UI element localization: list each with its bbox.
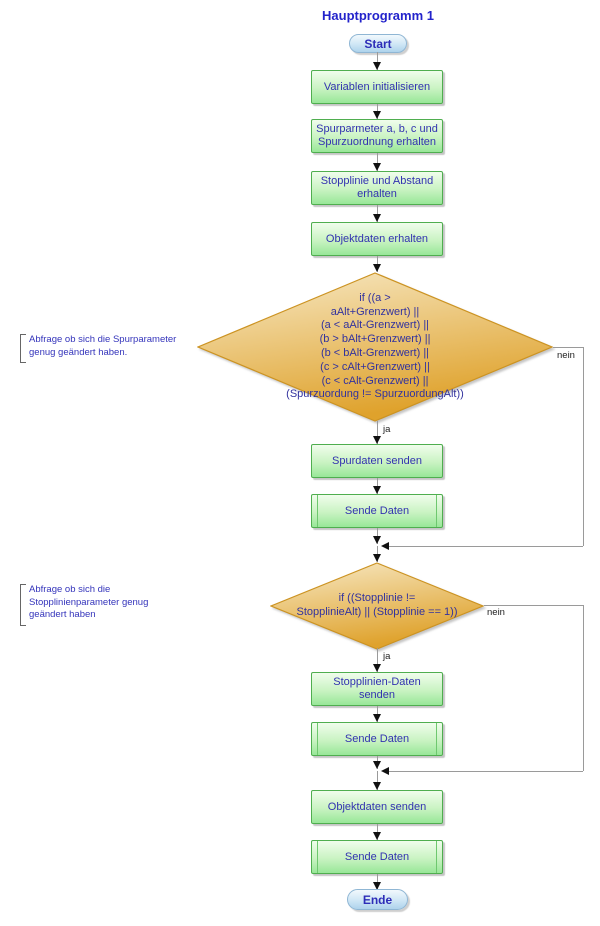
subprocess-side-line [317, 841, 318, 873]
arrowhead [373, 214, 381, 222]
arrowhead [373, 62, 381, 70]
diamond-shape [197, 272, 553, 422]
bracket-icon [20, 584, 26, 626]
subprocess-side-line [317, 495, 318, 527]
decision-label: if ((Stopplinie != StopplinieAlt) || (St… [296, 592, 458, 618]
decision-label: if ((a > aAlt+Grenzwert) || (a < aAlt-Gr… [286, 291, 464, 401]
annotation-stopplinien: Abfrage ob sich die Stopplinienparameter… [20, 584, 148, 626]
arrowhead [373, 761, 381, 769]
arrowhead [373, 163, 381, 171]
annotation-spurparameter: Abfrage ob sich die Spurparameter genug … [20, 334, 176, 363]
subprocess-sende-daten-3: Sende Daten [311, 840, 443, 874]
subprocess-label: Sende Daten [344, 504, 410, 517]
edge-nein1-down [583, 347, 584, 546]
arrowhead [373, 264, 381, 272]
arrowhead [381, 767, 389, 775]
arrowhead [373, 882, 381, 890]
process-variablen-initialisieren: Variablen initialisieren [311, 70, 443, 104]
branch-label-nein-2: nein [487, 607, 505, 618]
edge-decision2-ja [377, 648, 378, 672]
subprocess-sende-daten-2: Sende Daten [311, 722, 443, 756]
process-spurparameter-erhalten: Spurparmeter a, b, c und Spurzuordnung e… [311, 119, 443, 153]
edge-nein2-down [583, 605, 584, 771]
process-objektdaten-senden: Objektdaten senden [311, 790, 443, 824]
page-title: Hauptprogramm 1 [322, 8, 434, 23]
subprocess-side-line [436, 841, 437, 873]
process-objektdaten-erhalten: Objektdaten erhalten [311, 222, 443, 256]
edge-stopplinie-objektdaten [377, 205, 378, 222]
edge-nein2-merge [389, 771, 583, 772]
edge-decision1-ja [377, 421, 378, 444]
subprocess-label: Sende Daten [344, 850, 410, 863]
decision-stopplinie: if ((Stopplinie != StopplinieAlt) || (St… [270, 562, 484, 650]
decision-spurparameter: if ((a > aAlt+Grenzwert) || (a < aAlt-Gr… [197, 272, 553, 422]
annotation-text: Abfrage ob sich die Stopplinienparameter… [29, 584, 149, 620]
process-stopplinien-daten-senden: Stopplinien-Daten senden [311, 672, 443, 706]
subprocess-label: Sende Daten [344, 732, 410, 745]
end-terminator: Ende [347, 889, 408, 910]
process-stopplinie-erhalten: Stopplinie und Abstand erhalten [311, 171, 443, 205]
arrowhead [373, 714, 381, 722]
arrowhead [381, 542, 389, 550]
arrowhead [373, 486, 381, 494]
arrowhead [373, 436, 381, 444]
subprocess-side-line [436, 495, 437, 527]
arrowhead [373, 664, 381, 672]
process-spurdaten-senden: Spurdaten senden [311, 444, 443, 478]
edge-nein2-right [484, 605, 583, 606]
arrowhead [373, 111, 381, 119]
arrowhead [373, 782, 381, 790]
bracket-icon [20, 334, 26, 363]
edge-start-init [377, 52, 378, 70]
arrowhead [373, 554, 381, 562]
edge-spurparameter-stopplinie [377, 153, 378, 171]
subprocess-side-line [317, 723, 318, 755]
branch-label-nein-1: nein [557, 350, 575, 361]
subprocess-sende-daten-1: Sende Daten [311, 494, 443, 528]
arrowhead [373, 832, 381, 840]
branch-label-ja-2: ja [383, 651, 391, 662]
start-terminator: Start [349, 34, 407, 53]
arrowhead [373, 536, 381, 544]
edge-nein1-merge [389, 546, 583, 547]
branch-label-ja-1: ja [383, 424, 391, 435]
annotation-text: Abfrage ob sich die Spurparameter genug … [29, 334, 177, 358]
subprocess-side-line [436, 723, 437, 755]
edge-nein1-right [553, 347, 583, 348]
edge-merge2-objektdaten [377, 771, 378, 790]
